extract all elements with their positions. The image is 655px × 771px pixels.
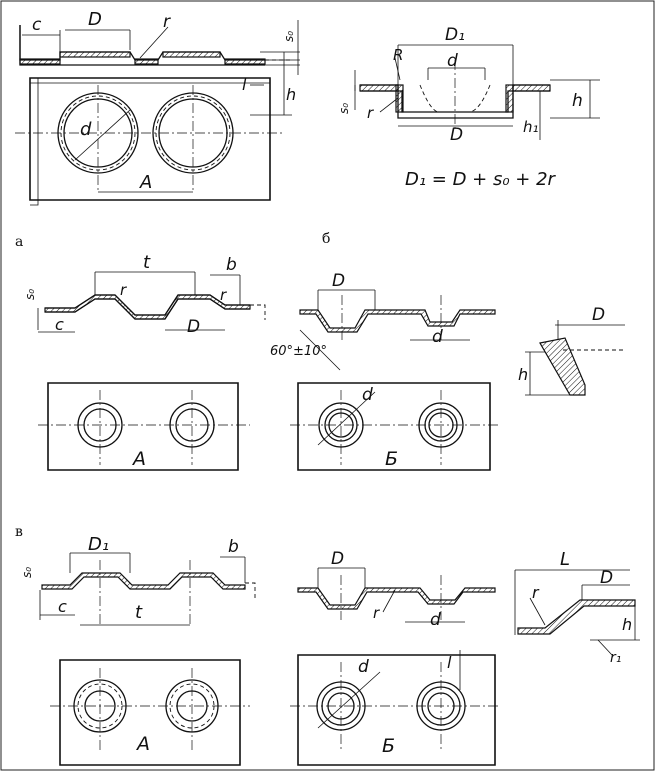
label-s0: s₀ (337, 103, 351, 114)
panel-v-right-detail: L r D h r₁ (514, 549, 640, 666)
label-D: D (450, 125, 463, 145)
label-c: c (32, 15, 42, 35)
panel-a-plan: d A (15, 77, 285, 206)
caption-v: в (15, 524, 23, 540)
panel-v-plan-A: A (50, 659, 250, 766)
label-D-mid: D (331, 549, 344, 569)
label-D1: D₁ (88, 534, 109, 555)
label-d-mid: d (430, 610, 441, 630)
label-D-right: D (600, 568, 613, 588)
label-r: r (367, 104, 374, 122)
label-b: b (226, 255, 237, 275)
label-h: h (286, 85, 296, 104)
label-l: l (447, 653, 452, 672)
label-r: r (532, 583, 540, 602)
label-D-right: D (592, 305, 605, 325)
panel-v-center-section: D r d (297, 549, 496, 630)
row-middle: t b s₀ r r c D D 60°±10° d D h (23, 252, 625, 471)
middle-plan-A: A (38, 382, 250, 471)
label-d: d (80, 119, 92, 140)
panel-v-plan-B: d l Б (290, 650, 500, 766)
middle-right-detail: D h (518, 305, 625, 396)
label-B: Б (385, 448, 398, 470)
panel-a: c D r s₀ l h d A а (15, 9, 300, 250)
label-r: r (163, 12, 171, 32)
label-h: h (518, 365, 528, 384)
label-D: D (187, 317, 200, 337)
label-r: r (120, 281, 127, 299)
label-h: h (622, 615, 632, 634)
panel-v: в D₁ b s₀ c t D r d (15, 524, 640, 766)
label-d: d (447, 51, 458, 71)
label-D: D (88, 9, 102, 30)
label-b: b (228, 537, 239, 557)
label-t: t (143, 252, 151, 273)
label-s0: s₀ (20, 567, 34, 578)
label-d-view: d (362, 385, 373, 405)
label-h1: h₁ (523, 118, 539, 136)
label-A: A (139, 172, 152, 193)
label-c: c (58, 597, 67, 616)
panel-a-section: c D r s₀ l h (19, 9, 300, 116)
caption-b: б (322, 231, 330, 247)
label-r-mid: r (373, 604, 380, 622)
label-R: R (393, 46, 403, 64)
middle-left-section: t b s₀ r r c D (23, 252, 266, 337)
formula: D₁ = D + s₀ + 2r (405, 169, 557, 190)
label-t: t (135, 602, 143, 623)
label-r1: r₁ (610, 650, 621, 666)
label-L: L (560, 549, 570, 570)
label-A: A (131, 448, 146, 470)
label-d: d (432, 327, 443, 347)
label-d-view: d (358, 657, 369, 677)
label-D-mid: D (332, 271, 345, 291)
label-angle: 60°±10° (270, 344, 327, 359)
label-D1: D₁ (445, 25, 465, 45)
label-s0: s₀ (23, 289, 37, 300)
label-h: h (572, 91, 583, 111)
panel-b: D₁ R d s₀ r D h h₁ D₁ = D + s₀ + 2r б (322, 25, 600, 247)
label-r2: r (220, 286, 227, 304)
label-A: A (135, 733, 150, 755)
middle-center-section: D 60°±10° d (270, 271, 496, 371)
label-l: l (242, 75, 247, 94)
panel-v-left-section: D₁ b s₀ c t (20, 534, 256, 626)
middle-plan-B: d Б (290, 382, 500, 471)
label-s0: s₀ (282, 31, 296, 42)
caption-a: а (15, 234, 23, 250)
label-B: Б (382, 735, 395, 757)
label-c: c (55, 315, 64, 334)
